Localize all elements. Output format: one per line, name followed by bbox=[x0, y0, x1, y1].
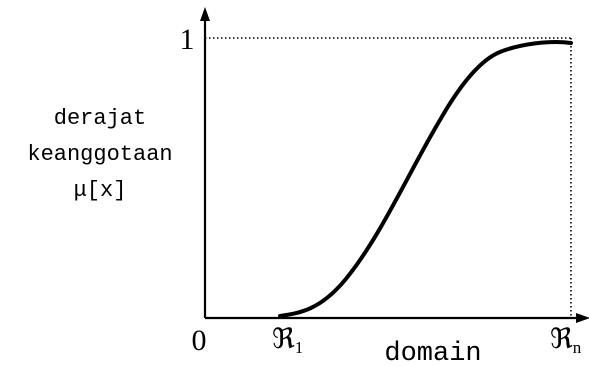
y-axis-label-line-2: keanggotaan bbox=[27, 142, 172, 167]
x-end-subscript: n bbox=[573, 338, 582, 357]
y-axis-label-line-3: μ[x] bbox=[74, 178, 127, 203]
x-axis-label: domain bbox=[384, 339, 481, 366]
x-start-subscript: 1 bbox=[295, 338, 304, 357]
x-end-label: ℜn bbox=[550, 324, 582, 357]
origin-label: 0 bbox=[192, 324, 207, 357]
x-axis-arrow-icon bbox=[576, 313, 589, 323]
membership-curve bbox=[278, 40, 573, 318]
y-top-label: 1 bbox=[180, 23, 195, 56]
x-start-symbol: ℜ bbox=[272, 324, 295, 355]
x-start-label: ℜ1 bbox=[272, 324, 303, 357]
x-end-symbol: ℜ bbox=[550, 324, 573, 355]
y-axis-arrow-icon bbox=[200, 7, 210, 21]
y-axis-label-line-1: derajat bbox=[54, 106, 146, 131]
